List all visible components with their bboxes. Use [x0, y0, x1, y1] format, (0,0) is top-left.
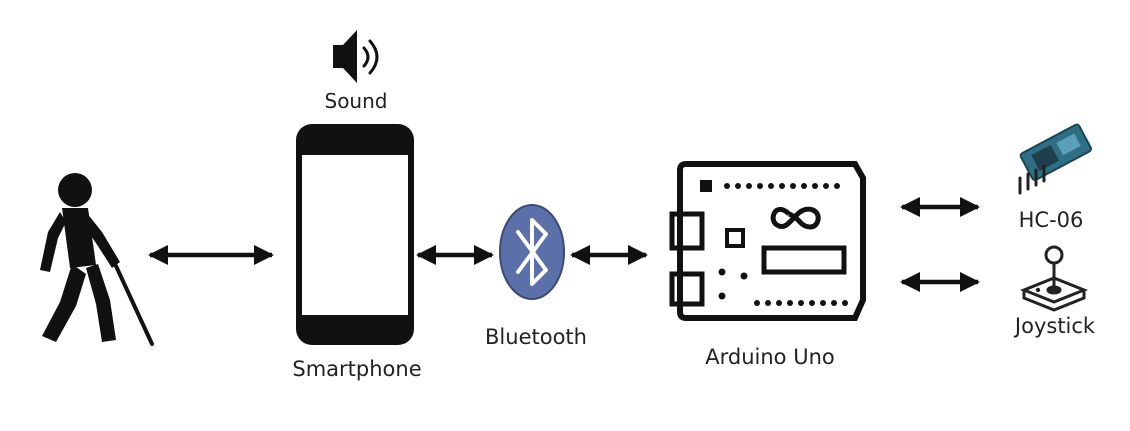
bluetooth-module-icon	[1018, 123, 1092, 195]
joystick-icon	[1019, 245, 1089, 312]
arduino-label: Arduino Uno	[705, 345, 834, 369]
smartphone-label: Smartphone	[292, 357, 421, 381]
blind-person-with-cane-icon	[40, 173, 154, 346]
sound-label: Sound	[325, 89, 388, 113]
arduino-board-icon	[669, 161, 866, 321]
smartphone-icon	[296, 124, 414, 345]
bluetooth-label: Bluetooth	[485, 325, 587, 349]
speaker-icon	[333, 30, 379, 83]
bluetooth-icon	[499, 204, 565, 300]
joystick-label: Joystick	[1013, 314, 1096, 338]
hc06-label: HC-06	[1019, 208, 1084, 232]
